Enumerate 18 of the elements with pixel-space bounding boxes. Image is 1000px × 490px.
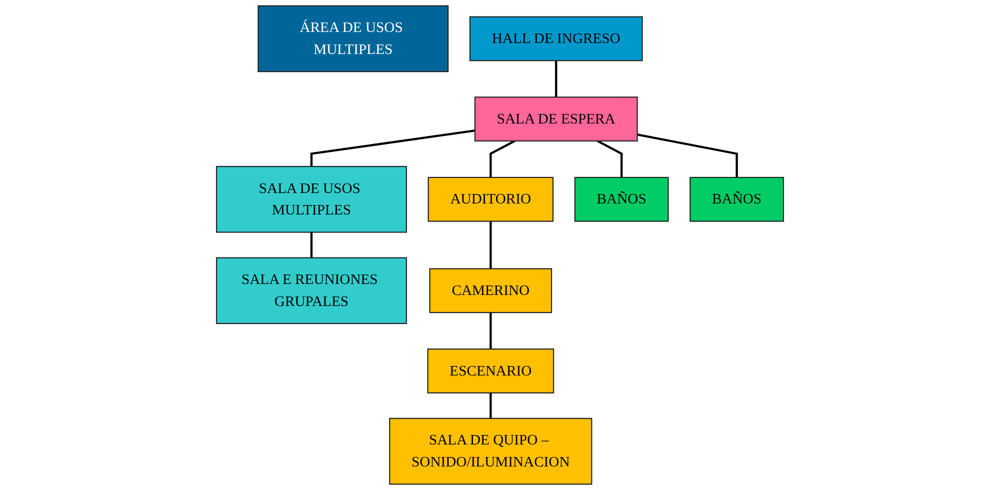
connector	[310, 129, 476, 166]
node-box: AUDITORIO	[428, 176, 554, 222]
node-box: SALA DE USOS MULTIPLES	[216, 166, 407, 233]
node-box: HALL DE INGRESO	[469, 16, 643, 62]
node-box: BAÑOS	[690, 176, 784, 222]
node-box: BAÑOS	[574, 176, 669, 222]
connector	[637, 134, 738, 178]
node-box: SALA DE QUIPO – SONIDO/ILUMINACION	[389, 418, 592, 485]
connector	[490, 392, 492, 418]
node-box: CAMERINO	[429, 268, 552, 314]
connector	[490, 221, 492, 269]
connector	[555, 60, 558, 98]
node-box: ÁREA DE USOS MULTIPLES	[258, 5, 449, 72]
node-box: SALA DE ESPERA	[474, 96, 638, 142]
connector	[490, 312, 492, 350]
connector	[310, 232, 313, 258]
node-box: ESCENARIO	[427, 348, 554, 394]
node-box: SALA E REUNIONES GRUPALES	[216, 257, 407, 324]
